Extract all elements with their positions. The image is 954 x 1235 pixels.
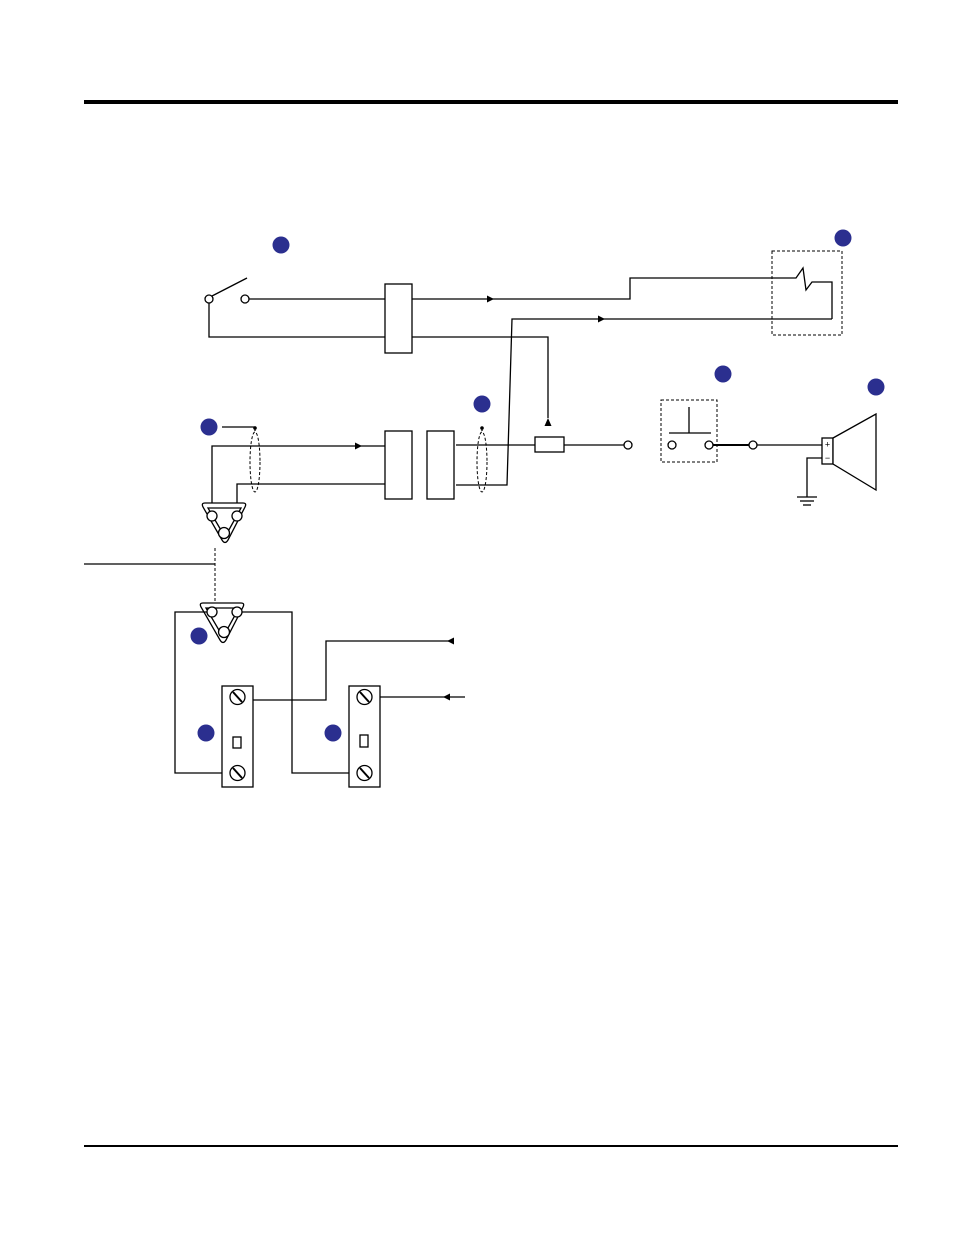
terminal-strip-left <box>222 686 253 787</box>
thermostat-box <box>772 251 842 335</box>
callout-5 <box>474 396 491 413</box>
pushbutton-switch <box>661 400 822 462</box>
speaker-negative-label: − <box>825 453 830 463</box>
interface-block-a <box>385 431 412 499</box>
shielded-cable-right <box>456 426 535 492</box>
callout-7 <box>191 628 208 645</box>
connector-plug-upper <box>202 503 245 543</box>
callout-3 <box>715 366 732 383</box>
interface-block-b <box>427 431 454 499</box>
ground-symbol <box>797 458 822 505</box>
speaker-positive-label: + <box>825 440 830 450</box>
return-wire <box>412 337 552 426</box>
callout-4 <box>868 379 885 396</box>
speaker: + − <box>822 414 876 490</box>
input-switch <box>205 278 385 337</box>
relay-block <box>385 284 412 353</box>
output-line <box>564 441 632 449</box>
callout-8 <box>198 725 215 742</box>
shielded-cable-left <box>212 426 385 511</box>
callout-9 <box>325 725 342 742</box>
top-signal-wire <box>412 278 790 303</box>
feed-wire <box>456 316 832 486</box>
resistor <box>535 437 564 452</box>
callout-6 <box>201 419 218 436</box>
terminal-strip-right <box>349 686 380 787</box>
callouts <box>191 230 885 742</box>
callout-1 <box>273 237 290 254</box>
callout-2 <box>835 230 852 247</box>
